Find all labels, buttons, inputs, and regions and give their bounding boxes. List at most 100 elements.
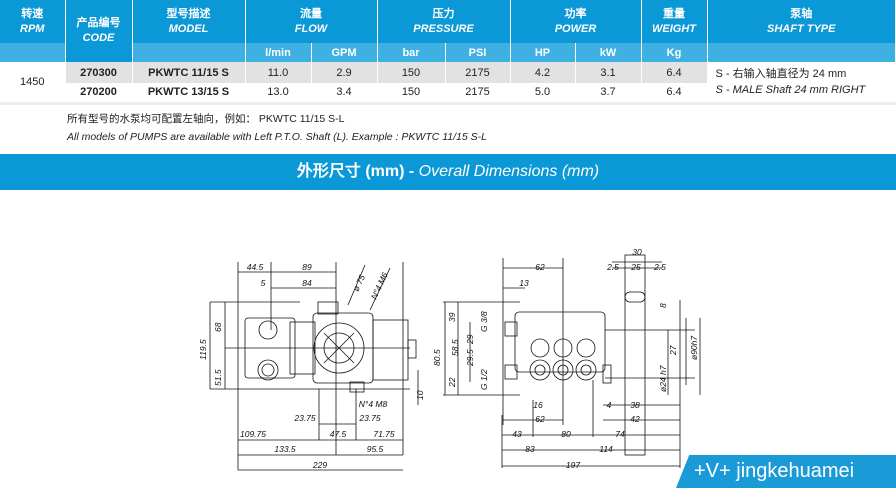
bar-cell: 150 xyxy=(377,83,446,105)
kg-cell: 6.4 xyxy=(641,83,708,105)
dim-label: G 3/8 xyxy=(479,311,489,332)
side-view-labels: 44.5 89 5 84 ø 75 N°4 M6 68 119.5 51.5 1… xyxy=(198,262,425,470)
hp-cell: 5.0 xyxy=(510,83,576,105)
dim-label: 16 xyxy=(533,400,543,410)
note-cn: 所有型号的水泵均可配置左轴向，例如： PKWTC 11/15 S-L xyxy=(67,113,345,125)
dim-label: 58.5 xyxy=(450,339,460,356)
dim-label: 133.5 xyxy=(274,444,296,454)
dim-label: 119.5 xyxy=(198,339,208,360)
watermark: +V+ jingkehuamei xyxy=(676,455,896,488)
dim-label: 22 xyxy=(447,377,457,388)
rpm-value: 1450 xyxy=(0,62,66,105)
gpm-cell: 2.9 xyxy=(311,62,378,83)
dim-label: 27 xyxy=(668,345,678,356)
unit-bar: bar xyxy=(377,43,446,62)
dim-label: 84 xyxy=(302,278,312,288)
kg-cell: 6.4 xyxy=(641,62,708,83)
side-view-drawing xyxy=(209,262,419,471)
dim-label: ø 75 xyxy=(351,273,367,293)
front-view-drawing xyxy=(443,254,701,468)
dim-label: 39 xyxy=(447,312,457,322)
dim-label: 109.75 xyxy=(240,429,266,439)
unit-blank xyxy=(0,43,66,62)
dim-label: 47.5 xyxy=(330,429,347,439)
shaft-en: S - MALE Shaft 24 mm RIGHT xyxy=(715,83,866,96)
front-view-labels: 30 2.5 25 2.5 62 13 8 39 G 3/8 29 58.5 8… xyxy=(432,247,699,470)
kw-cell: 3.7 xyxy=(575,83,642,105)
shaft-cn: S - 右输入轴直径为 24 mm xyxy=(715,67,847,80)
dim-label: 23.75 xyxy=(358,413,381,423)
unit-gpm: GPM xyxy=(311,43,378,62)
unit-kw: kW xyxy=(575,43,642,62)
dim-label: 80.5 xyxy=(432,349,442,366)
dim-label: 8 xyxy=(658,303,668,308)
dim-label: 13 xyxy=(519,278,529,288)
dim-label: 43 xyxy=(512,429,522,439)
psi-cell: 2175 xyxy=(445,83,511,105)
shaft-type-cell: S - 右输入轴直径为 24 mm S - MALE Shaft 24 mm RI… xyxy=(707,62,896,105)
section-title-cn: 外形尺寸 (mm) xyxy=(296,163,405,180)
dim-label: 38 xyxy=(630,400,640,410)
section-title-en: Overall Dimensions (mm) xyxy=(418,163,600,180)
dim-label: 62 xyxy=(535,414,545,424)
dim-label: 44.5 xyxy=(247,262,264,272)
dim-label: N°4 M8 xyxy=(359,399,388,409)
dim-label: 23.75 xyxy=(293,413,316,423)
code-cell: 270200 xyxy=(65,83,133,105)
dim-label: ø90h7 xyxy=(689,336,699,360)
unit-lmin: l/min xyxy=(245,43,312,62)
dim-label: 25 xyxy=(630,262,641,272)
code-cell: 270300 xyxy=(65,62,133,83)
dim-label: 89 xyxy=(302,262,312,272)
dim-label: 62 xyxy=(535,262,545,272)
lmin-cell: 13.0 xyxy=(245,83,312,105)
dim-label: 42 xyxy=(630,414,640,424)
kw-cell: 3.1 xyxy=(575,62,642,83)
dim-label: 74 xyxy=(615,429,625,439)
dim-label: 68 xyxy=(213,322,223,332)
unit-psi: PSI xyxy=(445,43,511,62)
dim-label: ø24 h7 xyxy=(658,365,668,392)
dim-label: 10 xyxy=(415,390,425,400)
separator: - xyxy=(404,163,419,180)
notes: 所有型号的水泵均可配置左轴向，例如： PKWTC 11/15 S-L All m… xyxy=(67,110,487,146)
gpm-cell: 3.4 xyxy=(311,83,378,105)
dim-label: 80 xyxy=(561,429,571,439)
unit-hp: HP xyxy=(510,43,576,62)
bar-cell: 150 xyxy=(377,62,446,83)
dim-label: 95.5 xyxy=(367,444,384,454)
hp-cell: 4.2 xyxy=(510,62,576,83)
dim-label: 4 xyxy=(607,400,612,410)
dim-label: 29 xyxy=(465,334,475,345)
dim-label: 71.75 xyxy=(373,429,395,439)
dim-label: 2.5 xyxy=(606,262,619,272)
model-cell: PKWTC 13/15 S xyxy=(132,83,246,105)
unit-blank xyxy=(132,43,246,62)
dimension-drawings: 44.5 89 5 84 ø 75 N°4 M6 68 119.5 51.5 1… xyxy=(198,247,701,471)
model-cell: PKWTC 11/15 S xyxy=(132,62,246,83)
note-en: All models of PUMPS are available with L… xyxy=(67,131,487,143)
psi-cell: 2175 xyxy=(445,62,511,83)
table-row: 270200 PKWTC 13/15 S 13.0 3.4 150 2175 5… xyxy=(0,83,896,105)
unit-kg: Kg xyxy=(641,43,708,62)
dim-label: 114 xyxy=(599,444,613,454)
dim-label: 83 xyxy=(525,444,535,454)
dim-label: 197 xyxy=(566,460,580,470)
dim-label: 29.5 xyxy=(465,349,475,367)
dim-label: 30 xyxy=(632,247,642,257)
table-row: 1450 270300 PKWTC 11/15 S 11.0 2.9 150 2… xyxy=(0,62,896,105)
lmin-cell: 11.0 xyxy=(245,62,312,83)
dim-label: 2.5 xyxy=(653,262,666,272)
dim-label: 51.5 xyxy=(213,369,223,386)
dim-label: 5 xyxy=(261,278,266,288)
section-title: 外形尺寸 (mm) - Overall Dimensions (mm) xyxy=(0,154,896,190)
